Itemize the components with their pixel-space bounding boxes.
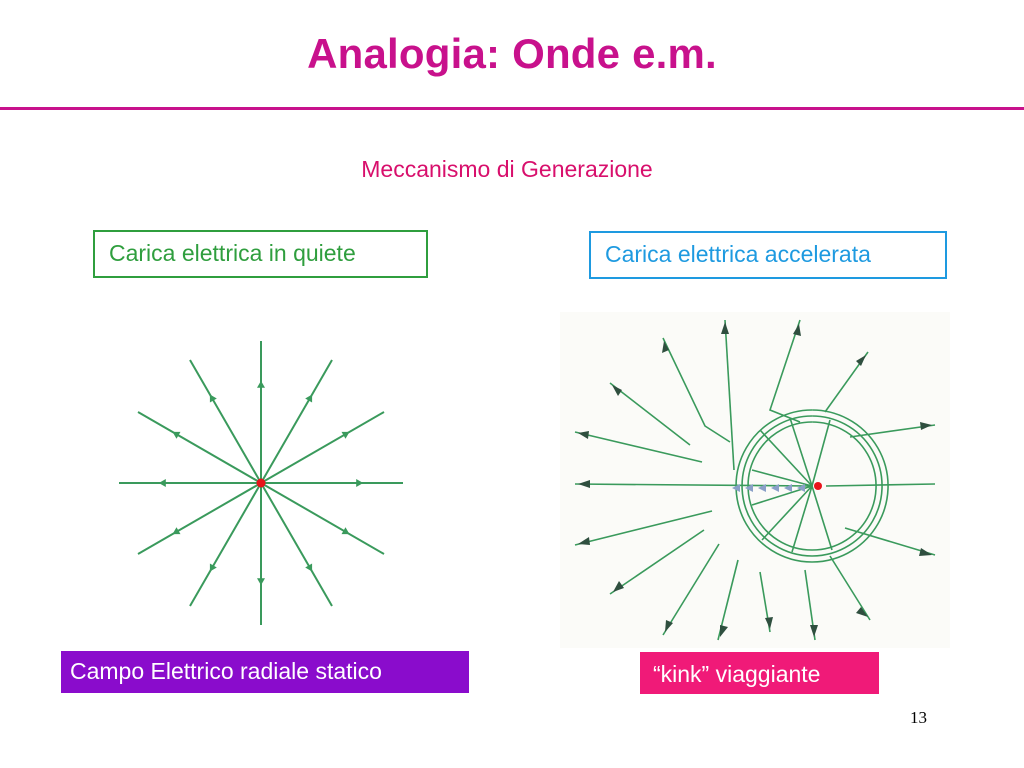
field-line (575, 511, 712, 545)
static-field-caption: Campo Elettrico radiale statico (61, 651, 469, 693)
field-line (610, 383, 690, 445)
field-line (812, 486, 832, 550)
accelerated-charge-dot (814, 482, 822, 490)
page-number: 13 (910, 708, 927, 728)
field-line (610, 530, 704, 594)
arrowhead (919, 548, 932, 556)
field-line (760, 430, 812, 486)
arrowhead (578, 431, 589, 439)
arrowhead (810, 625, 818, 637)
field-line (663, 544, 719, 635)
field-line (830, 556, 870, 620)
arrowhead (720, 625, 728, 637)
arrowhead (721, 322, 729, 334)
arrowhead (856, 607, 868, 617)
kink-field-lines (575, 320, 935, 640)
field-line (790, 418, 812, 486)
arrowhead (612, 385, 622, 396)
field-line (812, 420, 830, 486)
kink-caption: “kink” viaggiante (640, 652, 879, 694)
arrowhead (578, 480, 590, 488)
field-line (826, 484, 935, 486)
field-line (575, 432, 702, 462)
field-line (663, 338, 730, 442)
field-line (770, 320, 800, 422)
kink-arrowheads (578, 322, 932, 637)
arrowhead (856, 355, 866, 366)
arrowhead (793, 324, 801, 336)
field-line (752, 470, 812, 486)
arrowhead (613, 581, 624, 592)
field-line (725, 320, 734, 470)
arrowhead (578, 537, 590, 545)
